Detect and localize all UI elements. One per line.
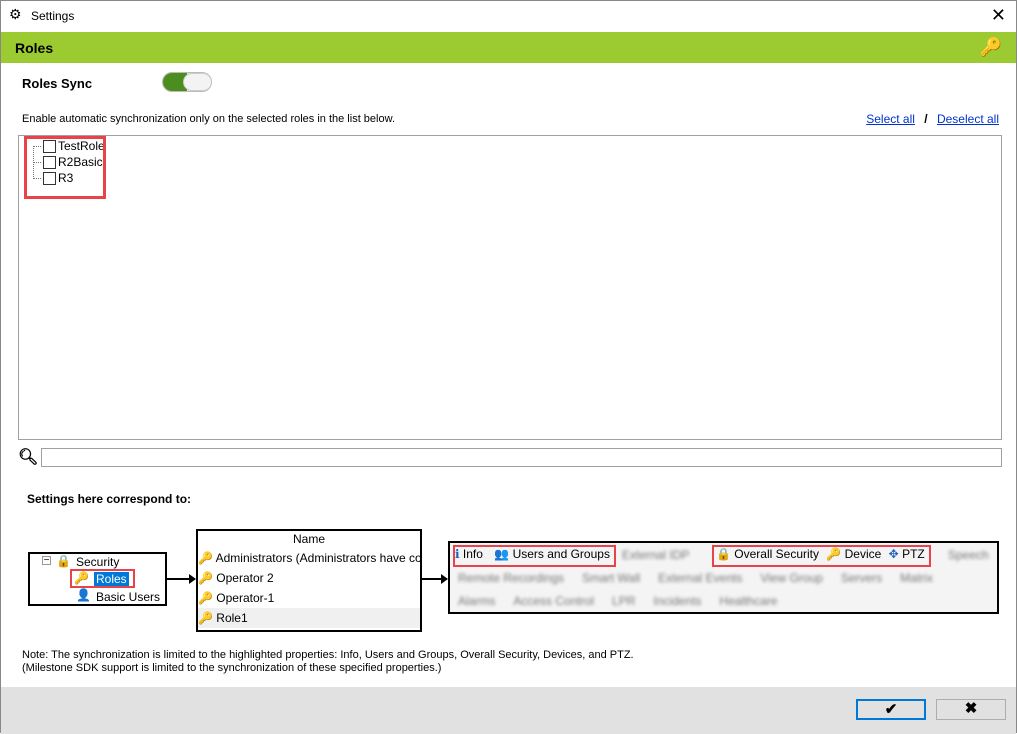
note-line: Note: The synchronization is limited to … bbox=[22, 649, 634, 661]
selection-links: Select all / Deselect all bbox=[866, 112, 999, 126]
role-checkbox[interactable] bbox=[43, 171, 56, 185]
tab-label: LPR bbox=[612, 594, 636, 608]
tab-label: Speech bbox=[948, 548, 989, 562]
tree-line bbox=[33, 146, 34, 179]
tab-label: Incidents bbox=[653, 594, 702, 608]
gears-icon: ⚙ bbox=[9, 6, 22, 22]
deselect-all-link[interactable]: Deselect all bbox=[936, 112, 999, 126]
close-icon[interactable]: ✕ bbox=[990, 5, 1006, 25]
tab-highlight bbox=[453, 545, 616, 567]
list-item: Operator 2 bbox=[216, 571, 274, 585]
cancel-button[interactable]: ✖ bbox=[936, 699, 1006, 720]
tab-label: Info bbox=[462, 547, 483, 561]
roles-key-icon: 🔑 bbox=[74, 571, 89, 585]
role-item[interactable]: TestRole bbox=[33, 139, 105, 153]
instruction-text: Enable automatic synchronization only on… bbox=[22, 113, 395, 125]
list-item: Operator-1 bbox=[216, 591, 275, 605]
title-bar: ⚙ Settings ✕ bbox=[1, 1, 1016, 32]
note-line: (Milestone SDK support is limited to the… bbox=[22, 662, 442, 674]
search-icon: 🔍︎ bbox=[18, 449, 39, 466]
user-icon: 👤 bbox=[76, 588, 91, 602]
tab-label: External Events bbox=[658, 571, 743, 585]
tree-root: Security bbox=[76, 555, 120, 569]
key-icon: 🔑 bbox=[198, 591, 213, 605]
keys-icon: 🔑 bbox=[979, 37, 1002, 57]
roles-sync-label: Roles Sync bbox=[22, 76, 93, 91]
search-input[interactable] bbox=[41, 448, 1002, 467]
diagram-tree: − 🔒 Security 🔑 Roles 👤 Basic Users bbox=[28, 552, 167, 606]
tab-highlight bbox=[712, 545, 931, 567]
roles-highlight bbox=[24, 136, 106, 199]
tree-child: Basic Users bbox=[96, 590, 161, 604]
roles-sync-toggle[interactable] bbox=[162, 72, 212, 92]
role-checkbox[interactable] bbox=[43, 155, 56, 169]
arrow bbox=[167, 574, 196, 584]
security-icon: 🔒 bbox=[56, 554, 71, 568]
collapse-icon: − bbox=[42, 555, 51, 566]
tab-label: Matrix bbox=[900, 571, 933, 585]
role-item[interactable]: R3 bbox=[33, 171, 73, 185]
tab-label: Device bbox=[844, 547, 882, 561]
link-separator: / bbox=[924, 112, 928, 126]
role-item[interactable]: R2Basic bbox=[33, 155, 103, 169]
role-checkbox[interactable] bbox=[43, 139, 56, 153]
diagram-role-list: Name 🔑 Administrators (Administrators ha… bbox=[196, 529, 422, 632]
role-label: R2Basic bbox=[58, 155, 103, 169]
list-item: Administrators (Administrators have co bbox=[215, 551, 422, 565]
section-title: Roles bbox=[15, 40, 54, 56]
tab-label: Remote Recordings bbox=[458, 571, 565, 585]
tab-label: Access Control bbox=[513, 594, 595, 608]
users-icon: 👥 bbox=[494, 547, 510, 561]
role-label: TestRole bbox=[58, 139, 105, 153]
tab-label: PTZ bbox=[902, 547, 925, 561]
tab-label: View Group bbox=[760, 571, 823, 585]
arrow bbox=[422, 574, 448, 584]
list-header: Name bbox=[292, 532, 325, 546]
device-icon: 🔑 bbox=[826, 547, 842, 561]
tree-highlight bbox=[70, 569, 135, 588]
ptz-icon: ✥ bbox=[888, 547, 899, 561]
ok-button[interactable]: ✔ bbox=[856, 699, 926, 720]
role-label: R3 bbox=[58, 171, 74, 185]
key-icon: 🔑 bbox=[198, 571, 213, 585]
footer bbox=[1, 687, 1016, 734]
lock-icon: 🔒 bbox=[716, 547, 731, 561]
section-header: Roles 🔑 bbox=[1, 32, 1016, 63]
tab-label: Alarms bbox=[458, 594, 496, 608]
tab-label: Healthcare bbox=[719, 594, 778, 608]
tab-label: Overall Security bbox=[734, 547, 819, 561]
diagram-tabs: ℹ Info 👥 Users and Groups External IDP 🔒… bbox=[448, 541, 999, 614]
info-icon: ℹ bbox=[455, 547, 460, 561]
tab-label: Smart Wall bbox=[582, 571, 641, 585]
note: Note: The synchronization is limited to … bbox=[22, 649, 634, 675]
key-icon: 🔑 bbox=[198, 611, 213, 625]
tab-label: External IDP bbox=[622, 548, 690, 562]
tree-selected: Roles bbox=[94, 572, 129, 586]
correspond-label: Settings here correspond to: bbox=[27, 492, 192, 506]
select-all-link[interactable]: Select all bbox=[866, 112, 915, 126]
key-icon: 🔑 bbox=[198, 551, 213, 565]
list-item: Role1 bbox=[216, 611, 248, 625]
tab-label: Servers bbox=[840, 571, 883, 585]
window-title: Settings bbox=[31, 9, 75, 23]
roles-list[interactable] bbox=[18, 135, 1002, 440]
tab-label: Users and Groups bbox=[512, 547, 610, 561]
